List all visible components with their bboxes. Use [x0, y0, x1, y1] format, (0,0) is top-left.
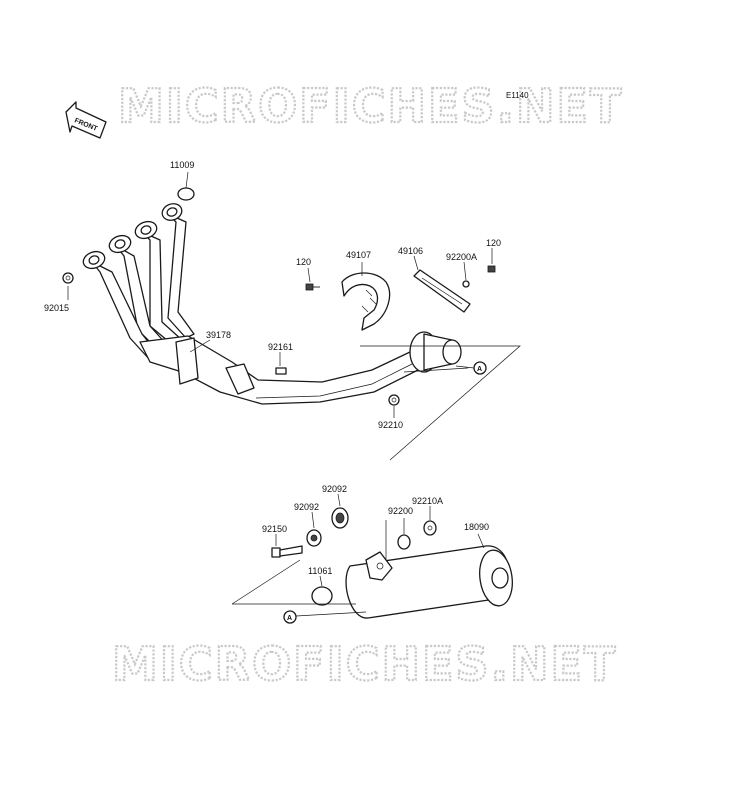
- nut-92210A: [423, 520, 437, 536]
- bracket-49106: [413, 269, 471, 313]
- leader-lines-upper: [67, 171, 493, 418]
- bracket-92161: [275, 367, 287, 375]
- gasket-11009: [177, 187, 195, 201]
- callout-92150: 92150: [262, 524, 287, 534]
- callout-39178: 39178: [206, 330, 231, 340]
- exhaust-header-pipes: [82, 203, 462, 405]
- reference-marker-upper: A: [455, 361, 487, 375]
- bolt-120-right: [487, 265, 496, 273]
- leader-lines-lower: [275, 493, 485, 587]
- callout-92200A: 92200A: [446, 252, 477, 262]
- bolt-120-left: [305, 283, 320, 291]
- callout-92210A: 92210A: [412, 496, 443, 506]
- front-arrow-icon: FRONT: [65, 101, 107, 139]
- heat-shield-49107: [341, 272, 391, 331]
- callout-11009: 11009: [170, 160, 194, 170]
- reference-plane-upper: [360, 345, 521, 461]
- callout-92200: 92200: [388, 506, 413, 516]
- callout-92092-upper: 92092: [322, 484, 347, 494]
- callout-49106: 49106: [398, 246, 423, 256]
- nut-92015: [62, 272, 74, 284]
- callout-11061: 11061: [308, 566, 332, 576]
- callout-92210: 92210: [378, 420, 403, 430]
- muffler-18090: [345, 545, 513, 619]
- callout-49107: 49107: [346, 250, 371, 260]
- callout-92092-lower: 92092: [294, 502, 319, 512]
- callout-120-right: 120: [486, 238, 501, 248]
- callout-92015: 92015: [44, 303, 69, 313]
- diagram-code: E1140: [506, 91, 529, 100]
- svg-text:A: A: [287, 615, 292, 622]
- reference-plane-lower: [231, 559, 301, 605]
- gasket-11061: [311, 586, 333, 606]
- callout-120-left: 120: [296, 257, 311, 267]
- washer-92200A: [462, 280, 470, 288]
- grommet-92092-upper: [331, 507, 349, 529]
- watermark-bottom: MICROFICHES.NET: [112, 637, 617, 691]
- washer-92200: [397, 534, 411, 550]
- nut-92210: [388, 394, 400, 406]
- svg-text:A: A: [477, 366, 482, 373]
- callout-92161: 92161: [268, 342, 293, 352]
- watermark-top: MICROFICHES.NET: [118, 79, 623, 133]
- bolt-92150: [271, 545, 303, 558]
- collar-92092-lower: [306, 529, 322, 547]
- callout-18090: 18090: [464, 522, 489, 532]
- reference-marker-lower: A: [283, 610, 367, 624]
